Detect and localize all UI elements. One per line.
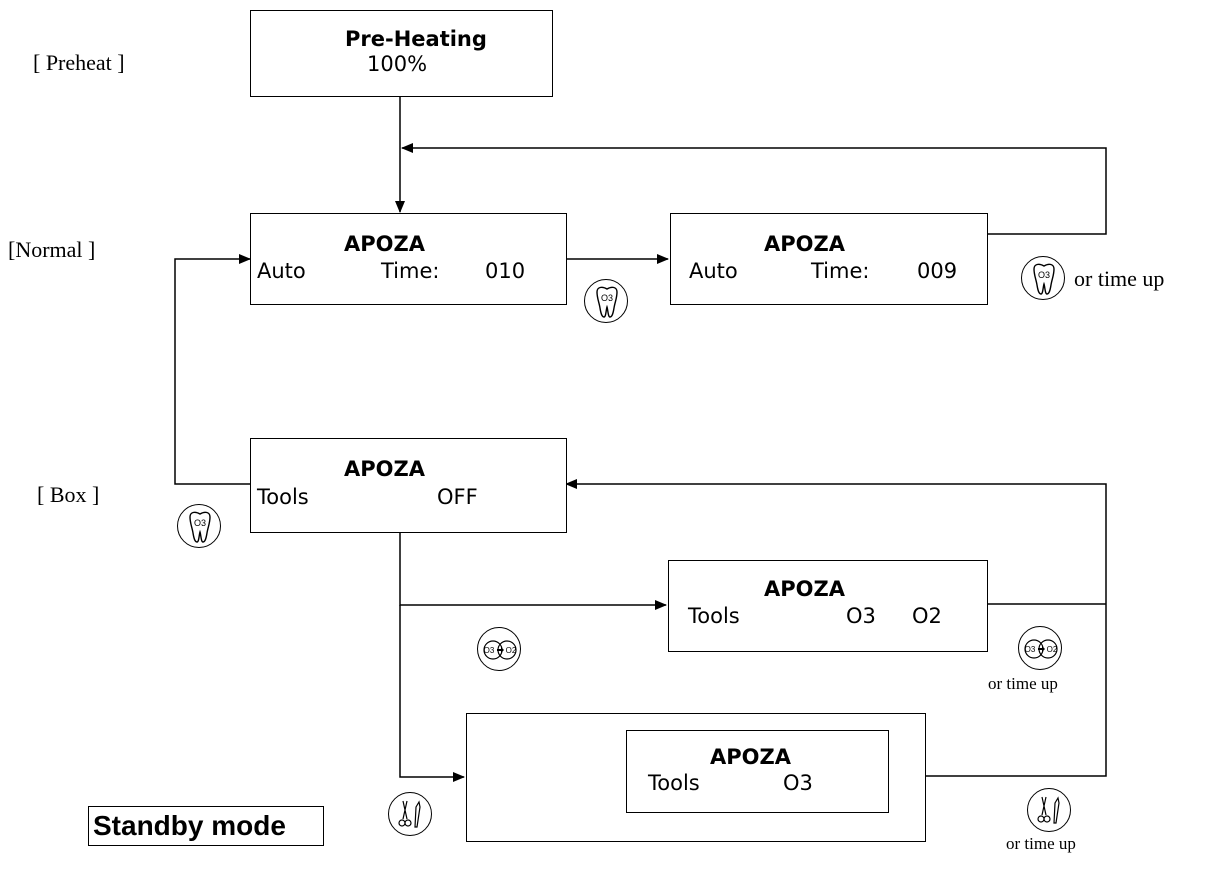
tooth-o3-icon: O3 xyxy=(177,504,221,548)
box-display-o3-o2: APOZA Tools O3 O2 xyxy=(668,560,988,652)
box-off-mode: Tools xyxy=(257,485,309,509)
box-o3-title: APOZA xyxy=(710,745,791,769)
tooth-o3-icon: O3 xyxy=(1021,256,1065,300)
standby-mode-label: Standby mode xyxy=(88,806,324,846)
box-o3-mode: Tools xyxy=(648,771,700,795)
state-label-preheat: [ Preheat ] xyxy=(33,50,125,75)
box-o3o2-title: APOZA xyxy=(764,577,845,601)
preheat-title: Pre-Heating xyxy=(345,27,487,51)
note-tools-time-up: or time up xyxy=(1006,834,1076,853)
dental-tools-icon xyxy=(1027,788,1071,832)
box-display-off: APOZA Tools OFF xyxy=(250,438,567,533)
arrow-normal-loop xyxy=(401,143,1107,235)
note-o3o2-time-up: or time up xyxy=(988,674,1058,693)
arrow-off-to-o3o2 xyxy=(399,533,667,610)
tooth-o3-text: O3 xyxy=(601,293,613,303)
o3-to-o2-text-2: O2 xyxy=(506,646,517,655)
normal-b-time: 009 xyxy=(917,259,958,283)
normal-b-time-label: Time: xyxy=(811,259,870,283)
dental-tools-icon xyxy=(388,792,432,836)
box-o3o2-state-2: O2 xyxy=(912,604,942,628)
o3-to-o2-icon: O3 O2 xyxy=(1018,626,1062,670)
box-o3-state: O3 xyxy=(783,771,813,795)
normal-display-a: APOZA Auto Time: 010 xyxy=(250,213,567,305)
normal-a-time-label: Time: xyxy=(381,259,440,283)
box-off-title: APOZA xyxy=(344,457,425,481)
normal-a-title: APOZA xyxy=(344,232,425,256)
arrow-box-to-normal xyxy=(174,254,251,485)
tooth-o3-text: O3 xyxy=(1038,270,1050,280)
tooth-o3-text: O3 xyxy=(194,518,206,528)
normal-a-mode: Auto xyxy=(257,259,306,283)
normal-a-time: 010 xyxy=(485,259,526,283)
arrow-o3-return xyxy=(565,479,1107,777)
o3-to-o2-text-2: O2 xyxy=(1047,645,1058,654)
box-o3o2-state-1: O3 xyxy=(846,604,876,628)
normal-b-mode: Auto xyxy=(689,259,738,283)
box-o3o2-mode: Tools xyxy=(688,604,740,628)
state-label-normal: [Normal ] xyxy=(8,237,96,262)
o3-to-o2-text-1: O3 xyxy=(484,646,495,655)
arrow-off-to-o3 xyxy=(399,605,465,782)
preheat-display: Pre-Heating 100% xyxy=(250,10,553,97)
note-normal-time-up: or time up xyxy=(1074,266,1165,291)
o3-to-o2-text-1: O3 xyxy=(1025,645,1036,654)
state-label-box: [ Box ] xyxy=(37,482,100,507)
preheat-value: 100% xyxy=(367,52,428,76)
o3-to-o2-icon: O3 O2 xyxy=(477,627,521,671)
tooth-o3-icon: O3 xyxy=(584,279,628,323)
normal-display-b: APOZA Auto Time: 009 xyxy=(670,213,988,305)
normal-b-title: APOZA xyxy=(764,232,845,256)
box-display-o3: APOZA Tools O3 xyxy=(626,730,889,813)
box-off-state: OFF xyxy=(437,485,478,509)
